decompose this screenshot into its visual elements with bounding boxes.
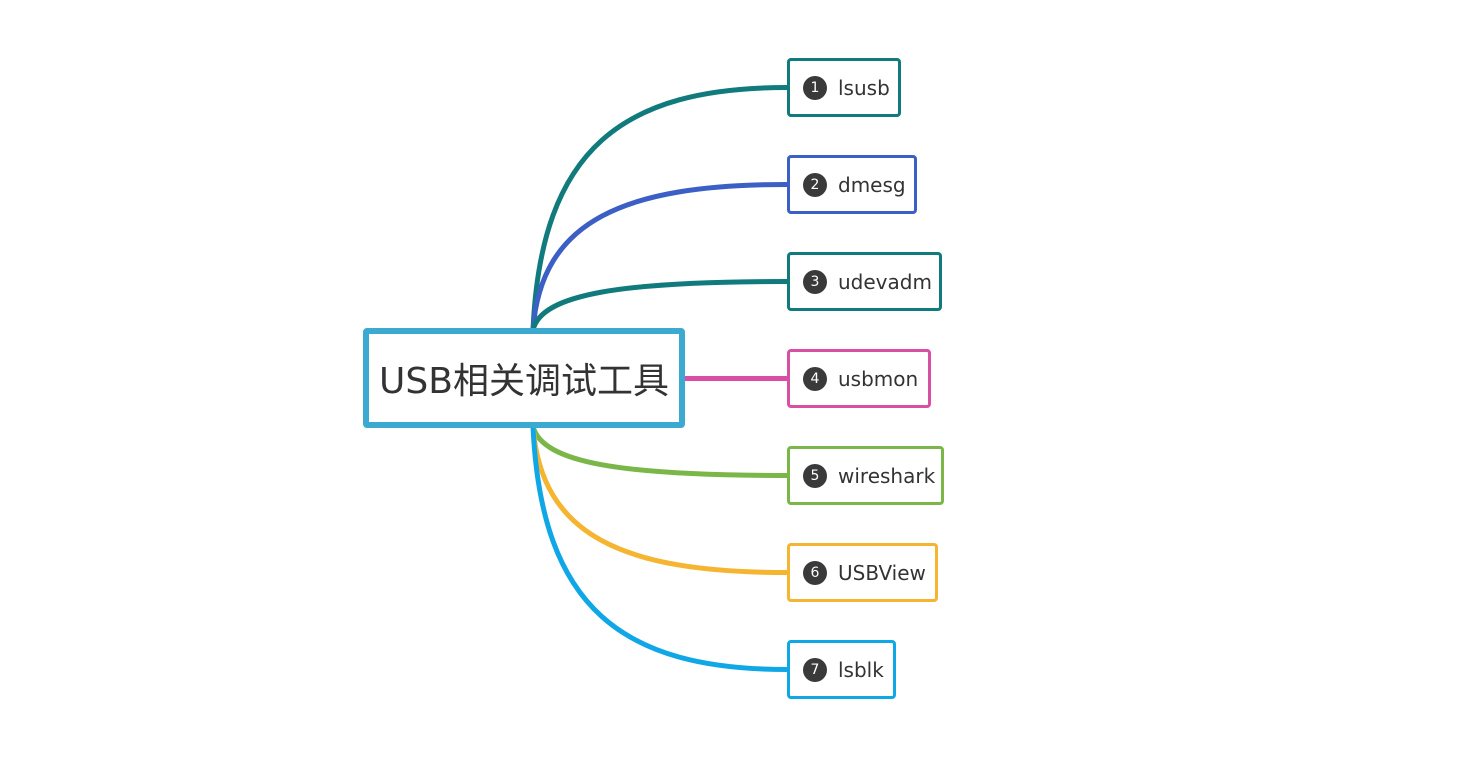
connector-lsusb <box>530 85 790 333</box>
branch-node-usbmon[interactable]: 4 usbmon <box>787 349 931 408</box>
branch-label: dmesg <box>838 172 906 197</box>
number-badge-6: 6 <box>803 560 827 585</box>
number-badge-1: 1 <box>803 75 827 100</box>
branch-label: usbmon <box>838 366 919 391</box>
branch-label: lsblk <box>838 657 884 682</box>
branch-node-usbview[interactable]: 6 USBView <box>787 543 938 602</box>
number-badge-7: 7 <box>803 657 827 682</box>
branch-label: USBView <box>838 560 926 585</box>
number-badge-2: 2 <box>803 172 827 197</box>
branch-label: lsusb <box>838 75 890 100</box>
central-topic-title: USB相关调试工具 <box>379 361 669 402</box>
branch-label: udevadm <box>838 269 932 294</box>
connector-dmesg <box>530 182 790 333</box>
central-topic[interactable]: USB相关调试工具 <box>363 328 685 428</box>
number-badge-3: 3 <box>803 269 827 294</box>
branch-label: wireshark <box>838 463 936 488</box>
number-badge-4: 4 <box>803 366 827 391</box>
branch-node-lsblk[interactable]: 7 lsblk <box>787 640 896 699</box>
connector-udevadm <box>530 279 790 333</box>
connector-lsblk <box>530 423 790 672</box>
branch-node-udevadm[interactable]: 3 udevadm <box>787 252 942 311</box>
branch-node-dmesg[interactable]: 2 dmesg <box>787 155 917 214</box>
number-badge-5: 5 <box>803 463 827 488</box>
branch-node-wireshark[interactable]: 5 wireshark <box>787 446 944 505</box>
connector-usbview <box>530 423 790 575</box>
branch-node-lsusb[interactable]: 1 lsusb <box>787 58 901 117</box>
connector-wireshark <box>530 423 790 478</box>
